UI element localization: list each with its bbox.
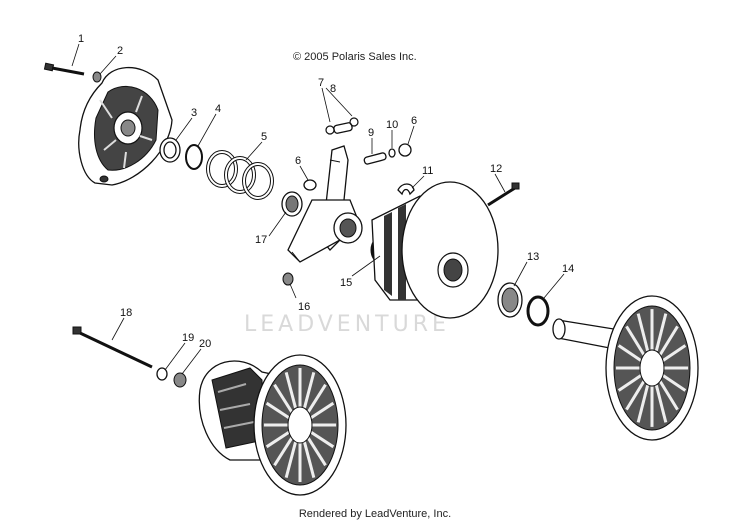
callout-7: 7 xyxy=(318,77,324,89)
callout-11: 11 xyxy=(422,165,433,177)
callout-20: 20 xyxy=(199,338,211,350)
part-1-bolt xyxy=(43,62,85,76)
callout-6-right: 6 xyxy=(411,115,417,127)
spoke xyxy=(617,373,643,392)
watermark: LEADVENTURE xyxy=(244,312,450,337)
part-12-bolt xyxy=(487,182,520,207)
spoke xyxy=(302,371,316,409)
spoke xyxy=(309,430,335,449)
callout-8: 8 xyxy=(330,83,336,95)
spoke xyxy=(658,325,679,356)
spoke xyxy=(661,373,687,392)
callout-5: 5 xyxy=(261,131,267,143)
footer-credit: Rendered by LeadVenture, Inc. xyxy=(298,508,452,520)
part-17-bushing xyxy=(281,191,303,217)
callout-19: 19 xyxy=(182,332,194,344)
spoke xyxy=(636,313,650,352)
part-6-roller-left xyxy=(303,179,317,191)
part-19-washer xyxy=(156,367,168,381)
spoke xyxy=(273,436,294,467)
spoke xyxy=(654,384,668,423)
spoke xyxy=(265,401,291,420)
part-14-ring xyxy=(526,295,550,327)
part-2-washer xyxy=(92,71,102,83)
leader-lines xyxy=(71,43,565,375)
callout-labels: 1 2 3 4 5 6 7 8 9 10 6 11 12 6 17 16 15 … xyxy=(78,33,574,350)
fixed-sheave-spokes xyxy=(615,309,689,427)
callout-10: 10 xyxy=(386,119,398,131)
spoke xyxy=(306,383,327,414)
spoke xyxy=(265,430,291,449)
callout-14: 14 xyxy=(562,263,574,275)
callout-2: 2 xyxy=(117,45,123,57)
spoke xyxy=(636,384,650,423)
moveable-sheave xyxy=(371,181,499,319)
part-5-spring xyxy=(206,150,274,200)
drive-clutch-assembly xyxy=(198,354,347,496)
part-20-nut xyxy=(173,372,187,388)
spoke xyxy=(661,344,687,363)
callout-15: 15 xyxy=(340,277,352,289)
part-10-washer xyxy=(388,148,396,158)
part-3-bushing xyxy=(159,137,181,163)
part-18-bolt xyxy=(72,326,153,369)
fixed-sheave xyxy=(552,295,699,441)
part-7-8-pins xyxy=(325,117,359,135)
spoke xyxy=(309,401,335,420)
part-6-roller-right xyxy=(398,143,412,157)
spoke xyxy=(284,371,298,409)
callout-18: 18 xyxy=(120,307,132,319)
callout-13: 13 xyxy=(527,251,539,263)
spoke xyxy=(658,380,679,411)
clutch-cover-housing xyxy=(78,66,173,186)
callout-4: 4 xyxy=(215,103,221,115)
part-11-clip xyxy=(397,183,415,196)
callout-6-left: 6 xyxy=(295,155,301,167)
spoke xyxy=(625,325,646,356)
part-9-pin xyxy=(363,152,387,165)
spoke xyxy=(617,344,643,363)
spoke xyxy=(302,441,316,479)
callout-16: 16 xyxy=(298,301,310,313)
part-13-bushing xyxy=(497,282,523,318)
part-4-ring xyxy=(185,144,203,170)
spoke xyxy=(654,313,668,352)
callout-12: 12 xyxy=(490,163,502,175)
drive-clutch-spokes xyxy=(263,368,337,482)
callout-1: 1 xyxy=(78,33,84,45)
spider-arm-assembly xyxy=(287,145,363,263)
callout-9: 9 xyxy=(368,127,374,139)
spoke xyxy=(306,436,327,467)
spoke xyxy=(284,441,298,479)
part-16-nut xyxy=(282,272,294,286)
callout-17: 17 xyxy=(255,234,267,246)
spoke xyxy=(273,383,294,414)
spoke xyxy=(625,380,646,411)
copyright-notice: © 2005 Polaris Sales Inc. xyxy=(293,51,417,63)
callout-3: 3 xyxy=(191,107,197,119)
